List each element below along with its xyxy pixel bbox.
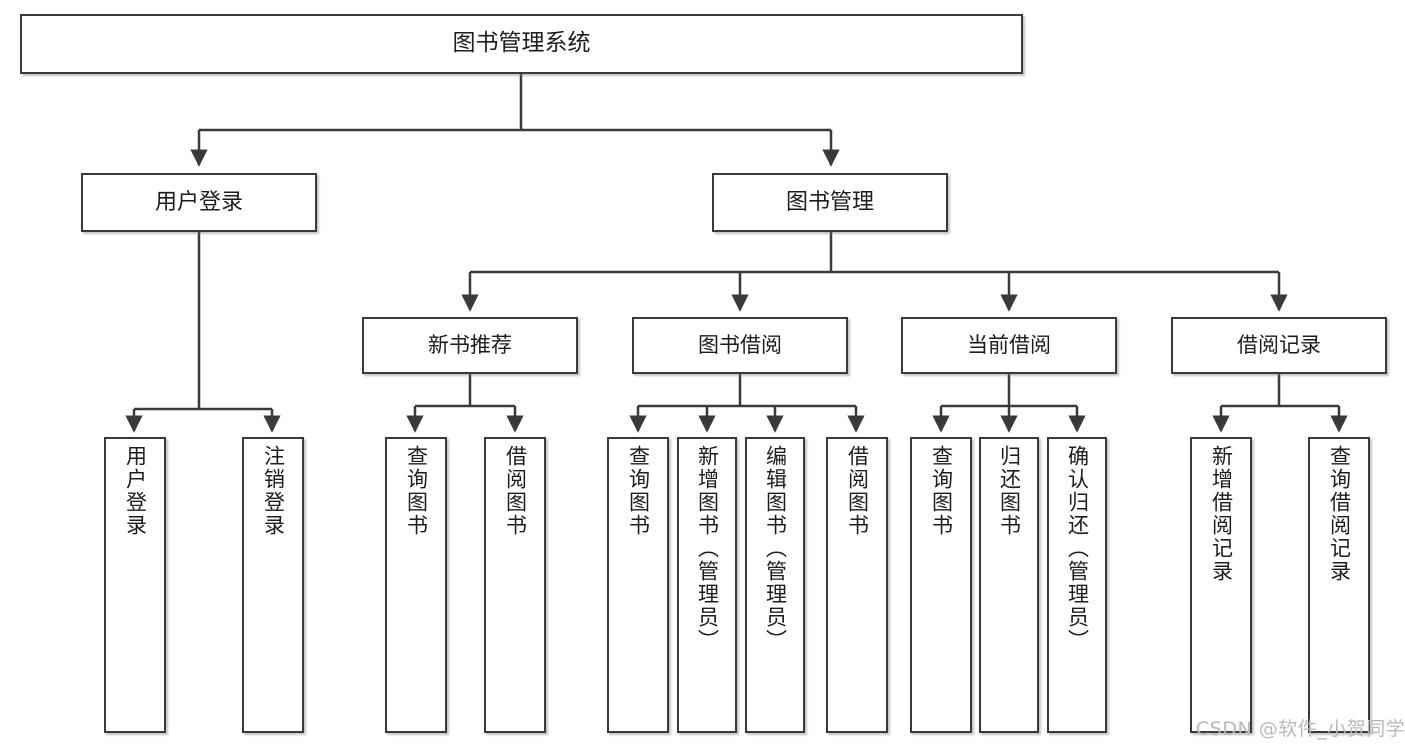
- leaf-confirm-return-admin[interactable]: 确认归还（管理员）: [1047, 437, 1107, 733]
- leaf-add-book-admin[interactable]: 新增图书（管理员）: [677, 437, 737, 733]
- watermark-text: CSDN @软件_小贺同学: [1196, 718, 1405, 740]
- node-label: 归还图书: [997, 445, 1022, 537]
- node-label: 确认归还（管理员）: [1065, 445, 1090, 652]
- node-label: 图书借阅: [698, 333, 782, 358]
- node-label: 借阅记录: [1237, 333, 1321, 358]
- node-label: 新增图书（管理员）: [695, 445, 720, 652]
- leaf-user-login[interactable]: 用户登录: [104, 437, 166, 733]
- node-borrow-record[interactable]: 借阅记录: [1171, 317, 1387, 374]
- leaf-edit-book-admin[interactable]: 编辑图书（管理员）: [745, 437, 805, 733]
- node-label: 编辑图书（管理员）: [763, 445, 788, 652]
- node-book-management[interactable]: 图书管理: [712, 173, 948, 232]
- node-label: 图书管理: [785, 189, 874, 215]
- leaf-borrow-book-recommend[interactable]: 借阅图书: [484, 437, 546, 733]
- node-label: 新书推荐: [428, 333, 512, 358]
- node-label: 注销登录: [261, 445, 286, 537]
- leaf-query-book-borrow[interactable]: 查询图书: [607, 437, 669, 733]
- node-label: 新增借阅记录: [1209, 445, 1234, 583]
- node-label: 查询借阅记录: [1327, 445, 1352, 583]
- node-label: 借阅图书: [503, 445, 528, 537]
- node-label: 用户登录: [154, 189, 243, 215]
- node-label: 用户登录: [123, 445, 148, 537]
- node-current-borrow[interactable]: 当前借阅: [901, 317, 1117, 374]
- node-label: 查询图书: [626, 445, 651, 537]
- leaf-query-book-current[interactable]: 查询图书: [910, 437, 972, 733]
- leaf-query-borrow-record[interactable]: 查询借阅记录: [1308, 437, 1370, 733]
- node-label: 借阅图书: [845, 445, 870, 537]
- node-book-borrow[interactable]: 图书借阅: [632, 317, 848, 374]
- leaf-logout[interactable]: 注销登录: [242, 437, 304, 733]
- leaf-borrow-book[interactable]: 借阅图书: [826, 437, 888, 733]
- node-label: 查询图书: [404, 445, 429, 537]
- node-label: 图书管理系统: [452, 30, 591, 57]
- node-new-book-recommend[interactable]: 新书推荐: [362, 317, 578, 374]
- leaf-add-borrow-record[interactable]: 新增借阅记录: [1190, 437, 1252, 733]
- node-label: 当前借阅: [967, 333, 1051, 358]
- leaf-query-book-recommend[interactable]: 查询图书: [385, 437, 447, 733]
- node-root-system[interactable]: 图书管理系统: [20, 14, 1023, 74]
- node-user-login[interactable]: 用户登录: [81, 173, 317, 232]
- leaf-return-book[interactable]: 归还图书: [979, 437, 1039, 733]
- node-label: 查询图书: [929, 445, 954, 537]
